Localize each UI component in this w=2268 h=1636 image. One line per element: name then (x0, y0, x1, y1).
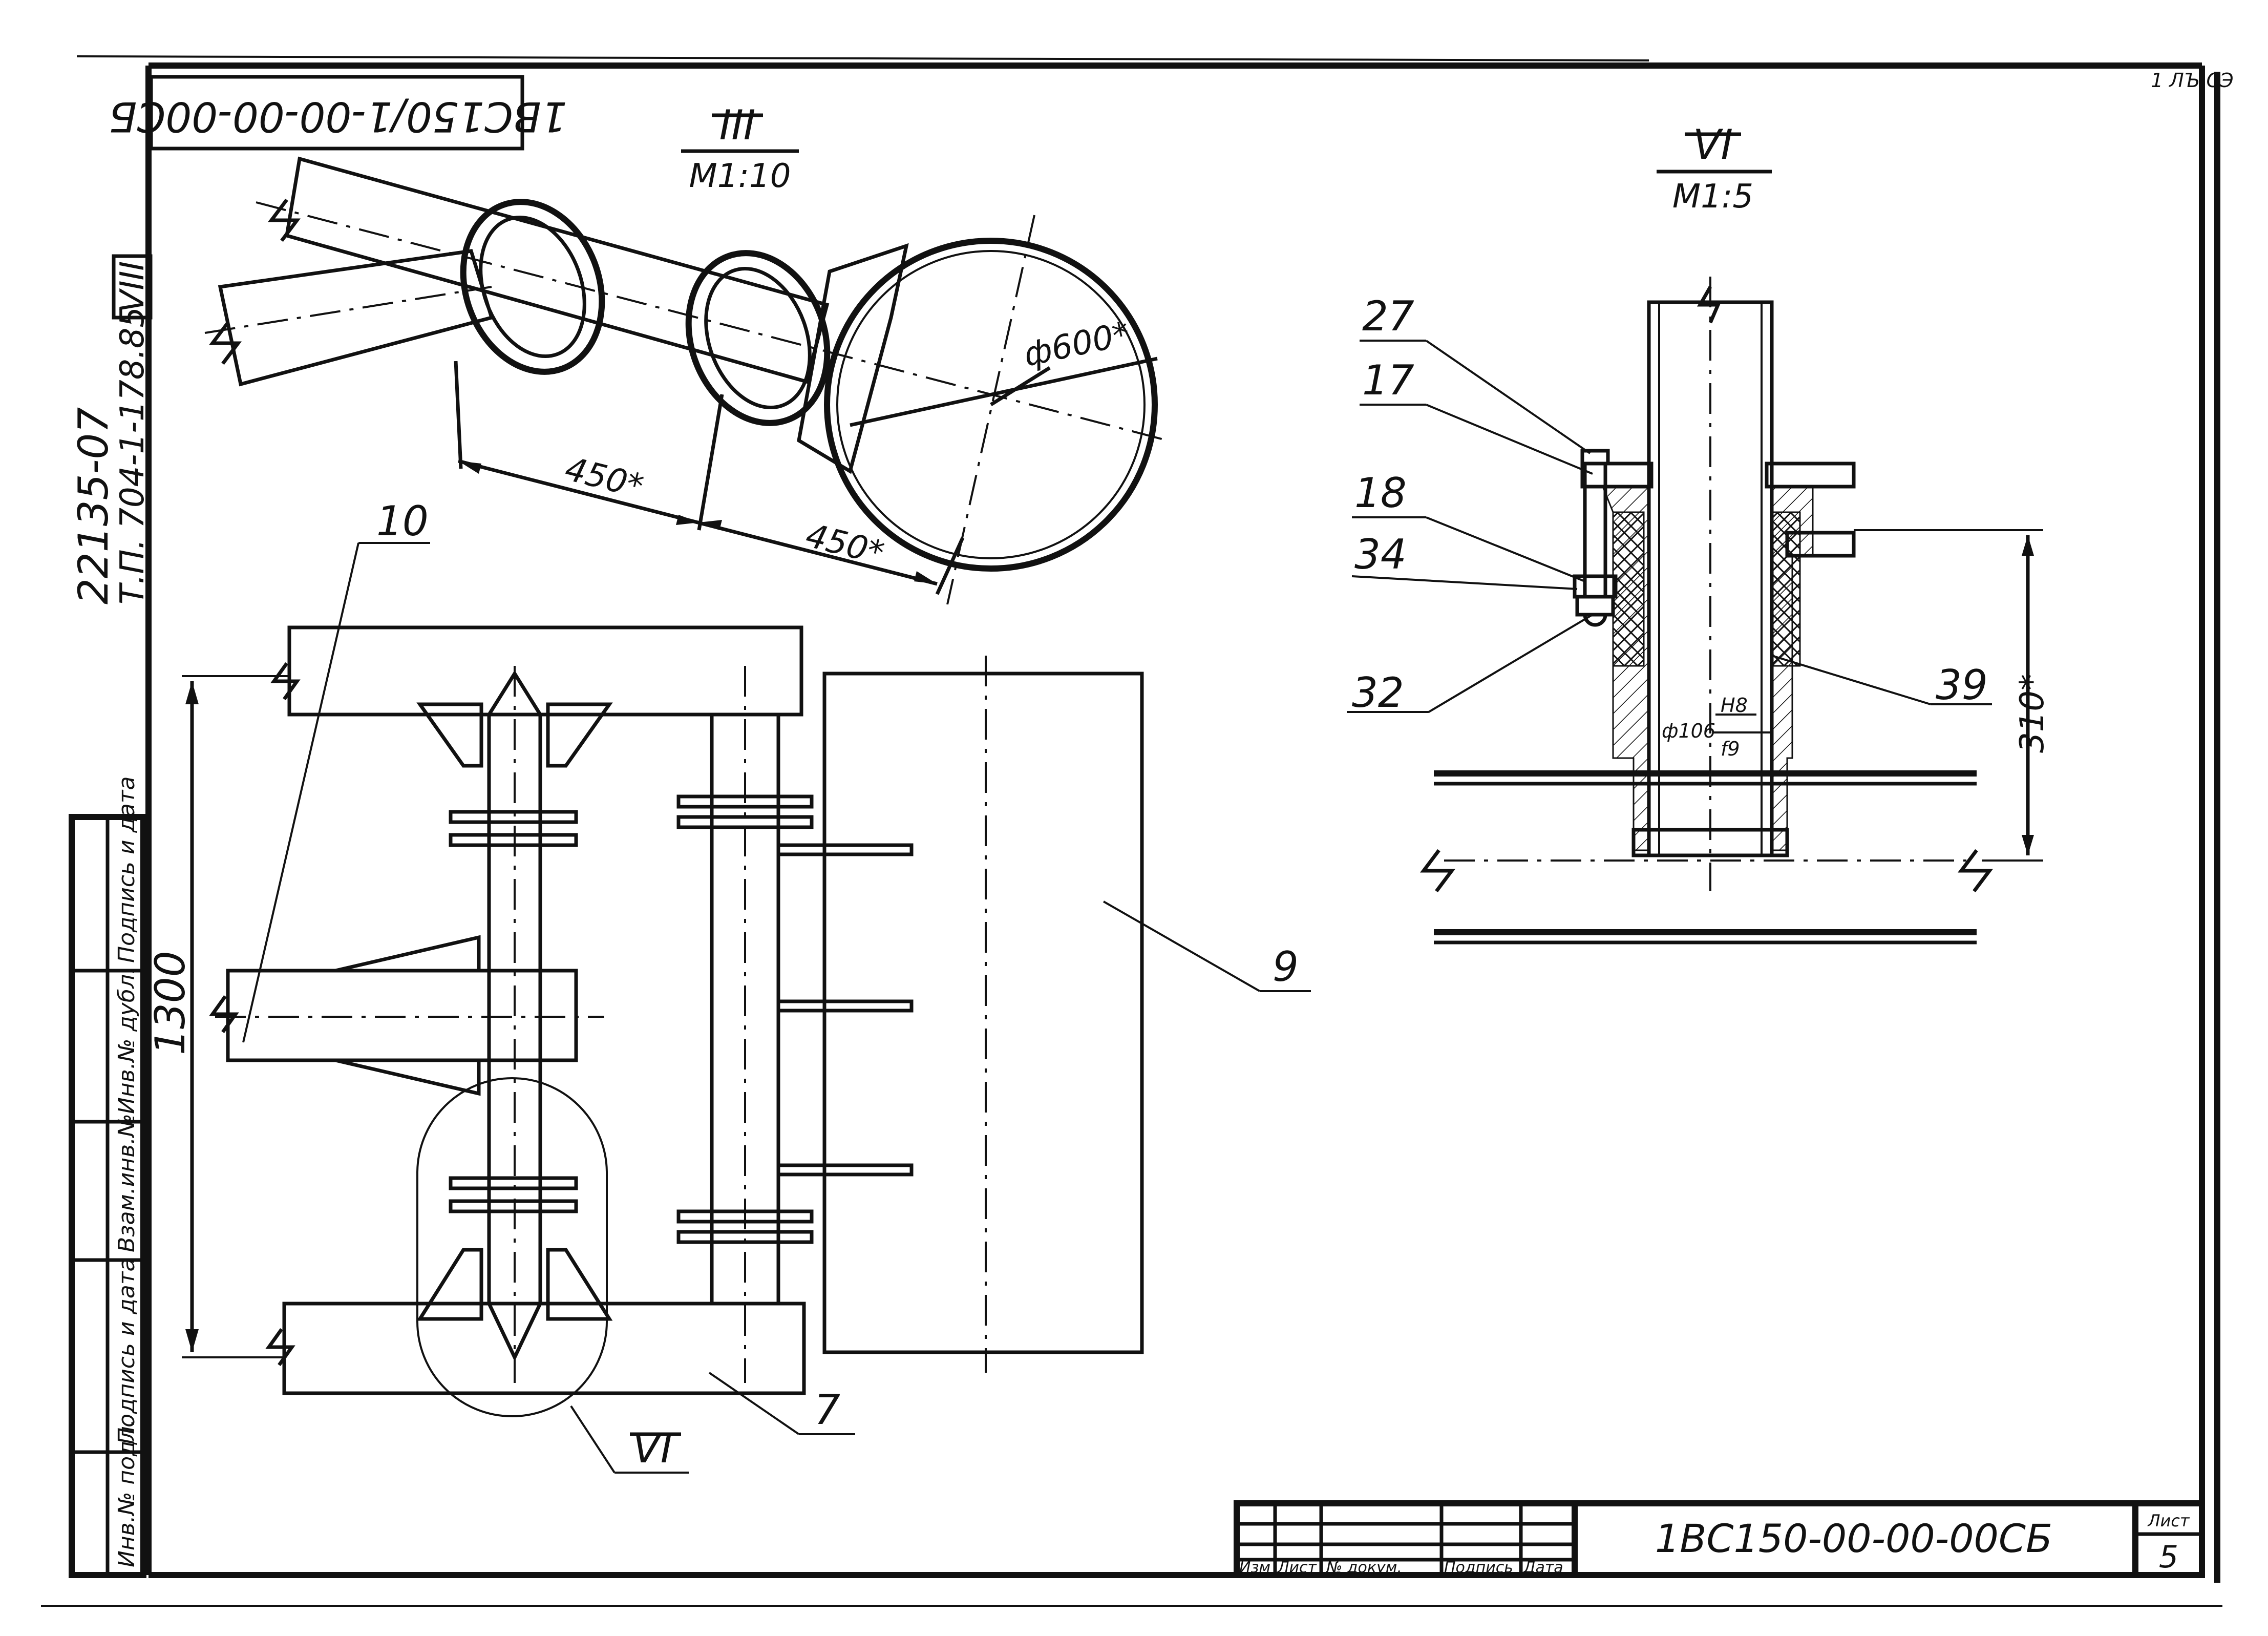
tb-header-izm: Изм (1239, 1559, 1270, 1577)
callout-18: 18 (1354, 469, 1407, 517)
fit-upper: Н8 (1721, 694, 1748, 717)
callout-27: 27 (1362, 292, 1414, 340)
side-note-line2: Т.П. 704-1-178.85 (114, 307, 152, 604)
side-notes: 22135-07 Т.П. 704-1-178.85 VIII (70, 254, 153, 604)
tb-doc-number: 1ВС150-00-00-00СБ (1655, 1516, 2052, 1561)
callout-9: 9 (1273, 943, 1299, 991)
fit-lower: f9 (1721, 738, 1740, 760)
view-VI-drawing (1347, 277, 2043, 945)
callout-10: 10 (376, 497, 429, 545)
dim-diameter-600: ф600* (1021, 315, 1133, 374)
callout-7: 7 (814, 1386, 840, 1434)
tb-header-list: Лист (1277, 1559, 1318, 1577)
strip-podpis-1: Подпись и дата (114, 1258, 140, 1444)
strip-podpis-2: Подпись и дата (114, 777, 140, 963)
callout-17: 17 (1362, 356, 1414, 404)
corner-mark: 1 ЛЪ СЭ (2151, 69, 2234, 92)
callout-32: 32 (1352, 669, 1404, 717)
tb-header-dokum: № докум. (1325, 1559, 1402, 1577)
side-note-volume: VIII (114, 261, 152, 312)
dim-450-b: 450* (802, 517, 887, 573)
view-III-scale: М1:10 (689, 157, 791, 195)
stamp-code: 1ВС150/1-00-00-00СБ (109, 93, 567, 140)
dim-1300: 1300 (146, 951, 194, 1055)
strip-vzam-inv: Взам.инв.№ (114, 1114, 140, 1252)
tb-sheet-label: Лист (2147, 1511, 2190, 1530)
view-VI-header: VI М1:5 (1657, 121, 1772, 216)
callout-VI: VI (632, 1424, 672, 1472)
view-III-title: III (719, 101, 756, 149)
view-III-drawing (204, 156, 1168, 605)
view-III-header: III М1:10 (681, 101, 799, 195)
view-VI-scale: М1:5 (1672, 178, 1753, 216)
left-signature-strip: Инв.№ подл. Подпись и дата Взам.инв.№ Ин… (69, 777, 146, 1578)
top-stamp: 1ВС150/1-00-00-00СБ (109, 75, 567, 151)
view-VI-title: VI (1693, 121, 1733, 169)
tb-header-data: Дата (1522, 1559, 1563, 1577)
dim-310: 310* (2013, 674, 2051, 753)
side-note-line1: 22135-07 (70, 407, 117, 604)
tb-sheet-number: 5 (2159, 1539, 2178, 1575)
strip-inv-dubl: Инв.№ дубл. (114, 967, 140, 1114)
sheet-frame (41, 55, 2222, 1607)
callout-39: 39 (1936, 661, 1988, 709)
tb-header-podpis: Подпись (1444, 1559, 1513, 1577)
callout-34: 34 (1354, 531, 1407, 578)
main-view-drawing (182, 542, 1311, 1474)
fit-diameter: ф106 (1662, 720, 1715, 742)
title-block (1234, 1500, 2205, 1578)
strip-inv-podl: Инв.№ подл. (114, 1419, 140, 1567)
